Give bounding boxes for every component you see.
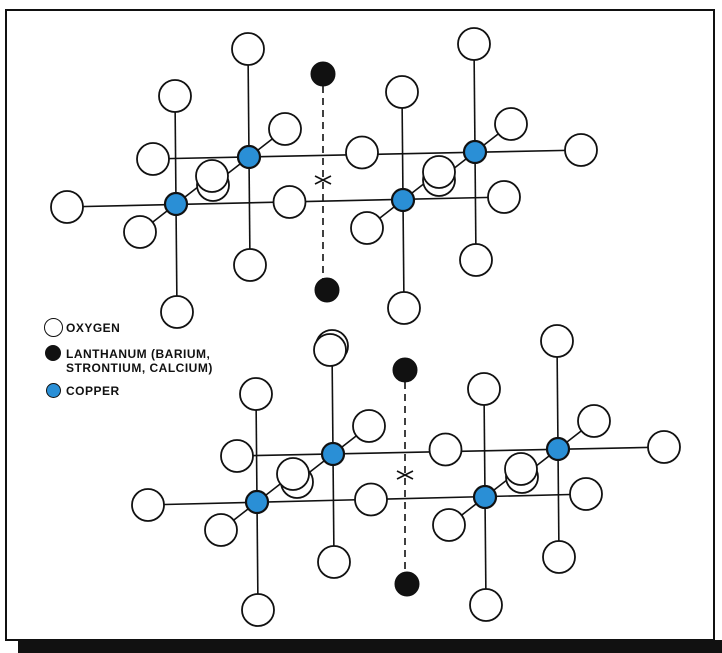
oxygen-atom: [459, 243, 493, 277]
lanthanum-atom: [394, 571, 420, 597]
oxygen-atom: [564, 133, 598, 167]
oxygen-atom: [469, 588, 503, 622]
oxygen-atom: [504, 452, 538, 486]
legend-label-copper: COPPER: [66, 384, 120, 398]
oxygen-atom: [467, 372, 501, 406]
oxygen-atom: [385, 75, 419, 109]
oxygen-atom: [241, 593, 275, 627]
oxygen-atom: [313, 333, 347, 367]
oxygen-atom: [387, 291, 421, 325]
oxygen-atom: [317, 545, 351, 579]
copper-atom: [472, 484, 498, 510]
legend: OXYGEN LANTHANUM (BARIUM, STRONTIUM, CAL…: [44, 318, 213, 407]
oxygen-atom: [345, 135, 379, 170]
oxygen-atom: [204, 513, 238, 547]
axis-cross-mark: [314, 175, 332, 185]
copper-atom: [320, 441, 346, 467]
lanthanum-atom: [314, 277, 340, 303]
oxygen-atom: [422, 155, 456, 189]
oxygen-atom: [354, 482, 388, 517]
oxygen-atom: [487, 180, 521, 214]
lanthanum-atom: [392, 357, 418, 383]
oxygen-atom: [352, 409, 386, 443]
oxygen-atom: [136, 142, 170, 176]
oxygen-atom: [195, 159, 229, 193]
legend-item-oxygen: OXYGEN: [44, 318, 213, 338]
oxygen-atom: [50, 190, 84, 224]
oxygen-symbol-icon: [44, 318, 66, 338]
copper-symbol-icon: [44, 381, 66, 401]
oxygen-atom: [540, 324, 574, 358]
oxygen-atom: [158, 79, 192, 113]
lanthanum-atom: [310, 61, 336, 87]
oxygen-atom: [428, 432, 463, 467]
c-axis-dashed-lines: [314, 74, 414, 584]
oxygen-atom: [577, 404, 611, 438]
copper-atom: [244, 489, 270, 515]
copper-atom: [462, 139, 488, 165]
oxygen-atom: [131, 488, 165, 522]
copper-atom: [163, 191, 189, 217]
legend-label-oxygen: OXYGEN: [66, 321, 121, 335]
oxygen-atom: [457, 27, 491, 61]
legend-label-lanthanum: LANTHANUM (BARIUM, STRONTIUM, CALCIUM): [66, 347, 213, 375]
copper-atom: [390, 187, 416, 213]
oxygen-atom: [220, 439, 254, 473]
oxygen-atom: [160, 295, 194, 329]
oxygen-atom: [494, 107, 528, 141]
oxygen-atom: [272, 185, 307, 219]
axis-cross-mark: [396, 470, 414, 480]
copper-atom: [545, 436, 571, 462]
oxygen-atom: [123, 215, 157, 249]
oxygen-atom: [268, 112, 302, 146]
oxygen-atom: [432, 508, 466, 542]
legend-item-copper: COPPER: [44, 381, 213, 401]
lanthanum-symbol-icon: [44, 344, 66, 364]
copper-atom: [236, 144, 262, 170]
oxygen-atom: [233, 248, 267, 282]
oxygen-atom: [231, 32, 265, 66]
oxygen-atom: [647, 430, 681, 464]
oxygen-atom: [239, 377, 273, 411]
oxygen-atom: [350, 211, 384, 245]
atoms: [50, 27, 681, 627]
frame-shadow-bottom: [18, 640, 722, 653]
oxygen-atom: [542, 540, 576, 574]
legend-item-lanthanum: LANTHANUM (BARIUM, STRONTIUM, CALCIUM): [44, 344, 213, 375]
oxygen-atom: [569, 477, 603, 511]
oxygen-atom: [276, 457, 310, 491]
